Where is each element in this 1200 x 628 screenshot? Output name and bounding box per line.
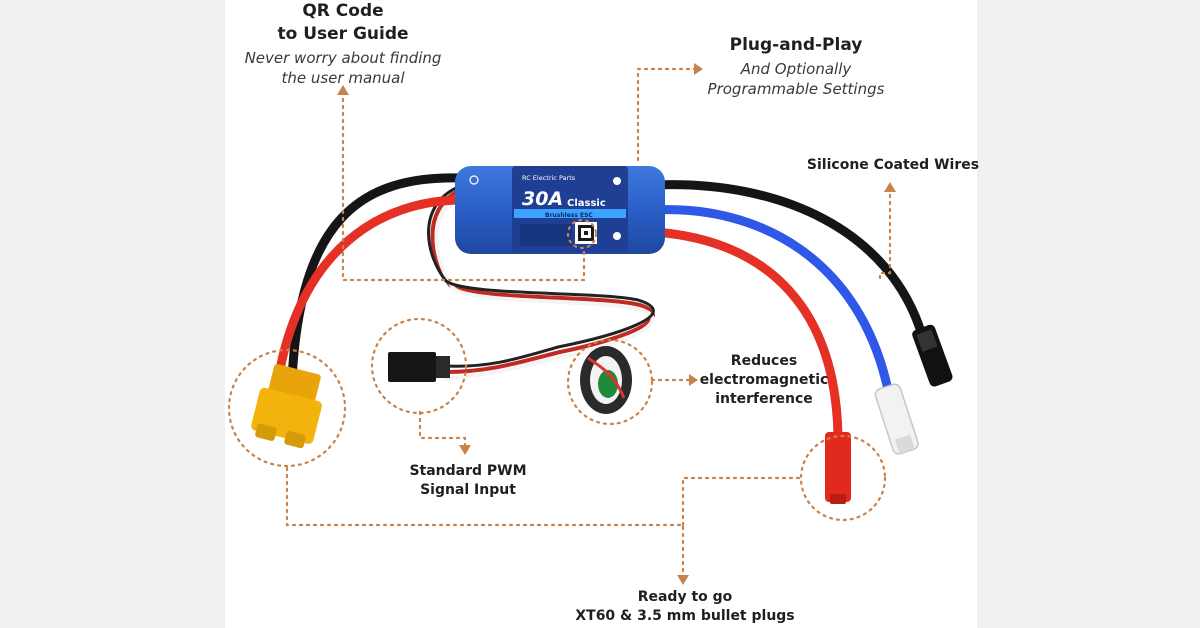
- motor-bullet-connectors: [825, 324, 953, 504]
- emi-line3: interference: [715, 390, 813, 407]
- esc-model: 30A: [522, 188, 563, 210]
- callout-arrowheads: [337, 63, 896, 585]
- qr-title-line2: to User Guide: [277, 23, 409, 44]
- pwm-callout: Standard PWM Signal Input: [398, 462, 538, 500]
- xt60-connector: [251, 364, 322, 449]
- pwm-line1: Standard PWM: [409, 463, 527, 479]
- pwm-line2: Signal Input: [420, 481, 516, 498]
- qr-subtitle-line2: the user manual: [281, 69, 405, 88]
- emi-callout: Reduces electromagnetic interference: [694, 352, 834, 409]
- callout-circles: [227, 218, 887, 522]
- silicone-wires-callout: Silicone Coated Wires: [800, 156, 986, 175]
- servo-plug: [388, 352, 450, 382]
- emi-line2: electromagnetic: [699, 371, 829, 388]
- power-icon: [469, 175, 479, 185]
- qr-subtitle-line1: Never worry about finding: [244, 48, 442, 67]
- plug-and-play-callout: Plug-and-Play And Optionally Programmabl…: [686, 34, 906, 99]
- callout-lines: [285, 67, 892, 580]
- ready-line2: XT60 & 3.5 mm bullet plugs: [575, 607, 795, 624]
- signal-wire: [427, 186, 655, 380]
- ferrite-choke: [580, 346, 632, 414]
- silicone-title: Silicone Coated Wires: [806, 157, 980, 173]
- emi-line1: Reduces: [730, 353, 798, 369]
- arrow-icon: [613, 177, 621, 185]
- ready-line1: Ready to go: [637, 589, 733, 605]
- plug-title: Plug-and-Play: [729, 35, 863, 55]
- plug-subtitle-line2: Programmable Settings: [707, 80, 885, 99]
- infographic-canvas: [225, 0, 977, 628]
- ready-to-go-callout: Ready to go XT60 & 3.5 mm bullet plugs: [560, 588, 810, 626]
- qr-title-line1: QR Code: [302, 1, 384, 21]
- esc-subtitle: Brushless ESC: [545, 212, 593, 219]
- esc-brand: RC Electric Parts: [522, 174, 576, 182]
- motor-wires: [650, 180, 927, 440]
- plug-subtitle-line1: And Optionally: [740, 59, 852, 78]
- esc-body: [455, 166, 665, 254]
- esc-variant: Classic: [567, 198, 606, 209]
- arrow-icon: [613, 232, 621, 240]
- battery-wires: [273, 173, 467, 385]
- qr-code-callout: QR Code to User Guide Never worry about …: [226, 0, 460, 88]
